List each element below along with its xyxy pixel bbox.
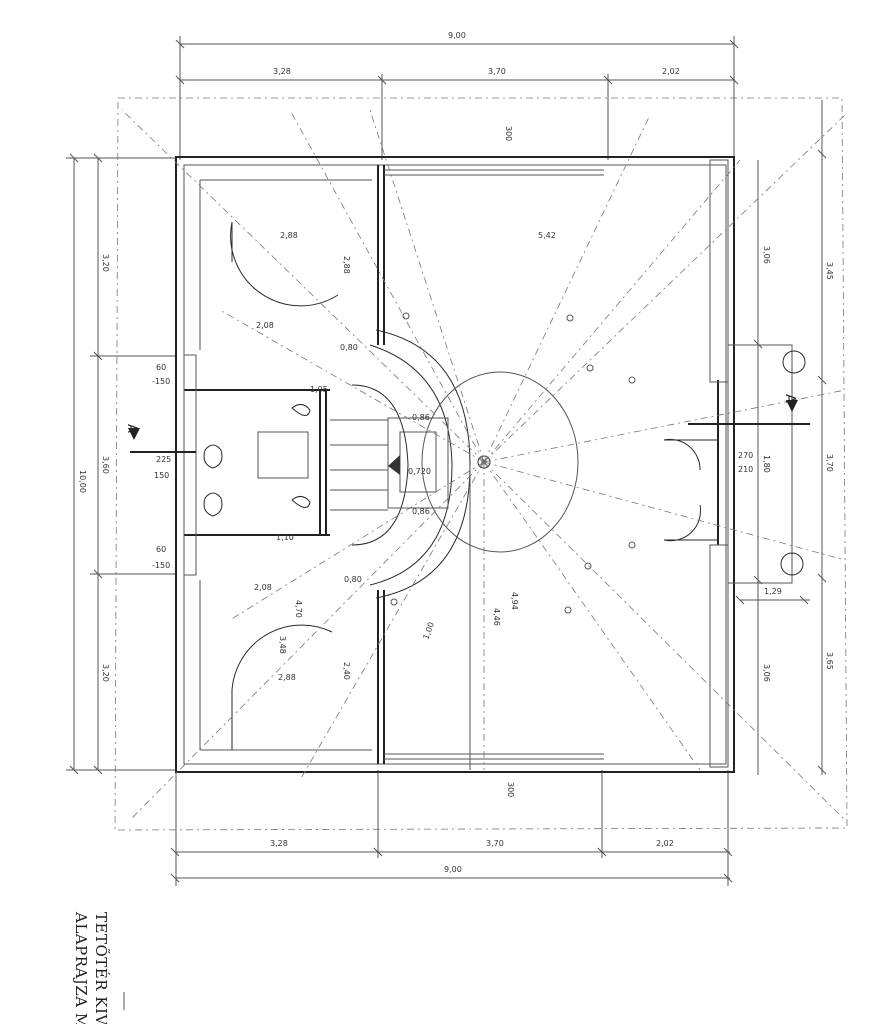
svg-text:2,02: 2,02 — [656, 839, 674, 848]
svg-text:300: 300 — [504, 126, 513, 141]
svg-text:1,10: 1,10 — [276, 533, 294, 542]
left-dimension-lines — [66, 153, 176, 775]
svg-text:2,40: 2,40 — [342, 662, 351, 680]
exterior-walls — [175, 156, 735, 773]
svg-text:0,86: 0,86 — [412, 413, 430, 422]
svg-text:4,46: 4,46 — [492, 608, 501, 626]
spiral-staircase — [330, 329, 579, 599]
roof-outline — [114, 97, 848, 831]
svg-text:210: 210 — [738, 465, 753, 474]
svg-text:60: 60 — [156, 363, 166, 372]
section-markers: A A — [124, 394, 797, 433]
svg-text:3,45: 3,45 — [825, 262, 834, 280]
svg-text:2,88: 2,88 — [278, 673, 296, 682]
svg-text:1,80: 1,80 — [762, 455, 771, 473]
right-dimension-lines — [735, 100, 827, 775]
svg-text:2,88: 2,88 — [342, 256, 351, 274]
drawing-title: TETŐTÉR KIVI ALAPRAJZA M — [72, 911, 125, 1024]
svg-text:60: 60 — [156, 545, 166, 554]
bottom-dimension-lines — [170, 770, 733, 886]
svg-text:3,70: 3,70 — [486, 839, 504, 848]
room-labels: 2,88 2,08 2,88 5,42 2,08 2,88 3,48 4,70 … — [254, 231, 556, 682]
door-swings — [230, 221, 718, 750]
svg-text:2,02: 2,02 — [662, 67, 680, 76]
svg-text:10,00: 10,00 — [78, 470, 87, 493]
svg-text:225: 225 — [156, 455, 171, 464]
svg-text:3,06: 3,06 — [762, 246, 771, 264]
svg-text:A: A — [782, 394, 797, 403]
svg-text:3,20: 3,20 — [101, 664, 110, 682]
section-line-a — [128, 400, 810, 453]
svg-text:2,08: 2,08 — [254, 583, 272, 592]
svg-text:5,42: 5,42 — [538, 231, 556, 240]
svg-text:3,60: 3,60 — [101, 456, 110, 474]
svg-text:2,08: 2,08 — [256, 321, 274, 330]
svg-text:300: 300 — [506, 782, 515, 797]
svg-text:1,00: 1,00 — [421, 621, 436, 641]
svg-text:270: 270 — [738, 451, 753, 460]
svg-text:150: 150 — [154, 471, 169, 480]
bottom-dimension-labels: 3,28 3,70 2,02 9,00 — [270, 839, 674, 874]
svg-text:3,48: 3,48 — [278, 636, 287, 654]
svg-text:TETŐTÉR KIVI: TETŐTÉR KIVI — [92, 912, 110, 1024]
svg-text:3,70: 3,70 — [488, 67, 506, 76]
radial-guide-lines — [121, 109, 846, 821]
svg-text:3,06: 3,06 — [762, 664, 771, 682]
svg-text:0,80: 0,80 — [340, 343, 358, 352]
svg-text:4,70: 4,70 — [294, 600, 303, 618]
svg-text:3,20: 3,20 — [101, 254, 110, 272]
right-dimension-labels: 3,45 3,06 3,70 1,80 3,06 3,65 1,29 — [762, 246, 834, 682]
svg-text:0,86: 0,86 — [412, 507, 430, 516]
svg-text:4,94: 4,94 — [510, 592, 519, 610]
svg-text:0,720: 0,720 — [408, 467, 431, 476]
svg-text:3,28: 3,28 — [273, 67, 291, 76]
svg-text:-150: -150 — [152, 561, 170, 570]
left-dimension-labels: 10,00 3,20 3,60 3,20 — [78, 254, 110, 682]
svg-text:1,29: 1,29 — [764, 587, 782, 596]
top-dimension-lines — [175, 36, 739, 160]
svg-text:1,05: 1,05 — [310, 385, 328, 394]
svg-text:3,28: 3,28 — [270, 839, 288, 848]
svg-text:2,88: 2,88 — [280, 231, 298, 240]
svg-text:0,80: 0,80 — [344, 575, 362, 584]
top-dimension-labels: 9,00 3,28 3,70 2,02 — [273, 31, 680, 76]
svg-text:9,00: 9,00 — [448, 31, 466, 40]
svg-text:9,00: 9,00 — [444, 865, 462, 874]
opening-labels: 60 -150 225 150 60 -150 270 210 300 300 — [152, 126, 753, 797]
svg-text:ALAPRAJZA M: ALAPRAJZA M — [72, 911, 90, 1024]
interior-walls — [183, 159, 806, 768]
svg-text:A: A — [124, 424, 139, 433]
svg-text:-150: -150 — [152, 377, 170, 386]
bathroom-fixtures — [203, 404, 311, 517]
svg-text:3,70: 3,70 — [825, 454, 834, 472]
svg-text:3,65: 3,65 — [825, 652, 834, 670]
